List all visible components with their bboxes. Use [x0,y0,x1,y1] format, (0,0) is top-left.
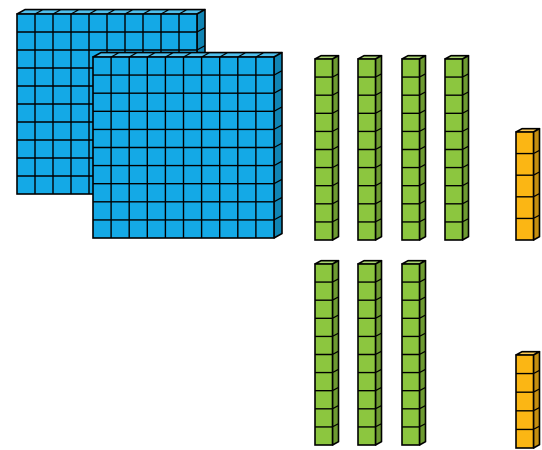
ones-stack-1-front-face [516,132,534,240]
ones-stack-1 [516,129,540,240]
tens-rod-5 [315,261,339,445]
ones-stack-2-side-face [534,352,540,448]
tens-rod-1 [315,56,339,240]
ones-stack-2-front-face [516,355,534,448]
tens-rod-4 [445,56,469,240]
tens-rod-3 [402,56,426,240]
ones-stack-2 [516,352,540,448]
tens-rod-6 [358,261,382,445]
hundreds-flat-2 [93,53,282,238]
tens-rod-7 [402,261,426,445]
tens-rod-2 [358,56,382,240]
ones-stack-1-side-face [534,129,540,240]
